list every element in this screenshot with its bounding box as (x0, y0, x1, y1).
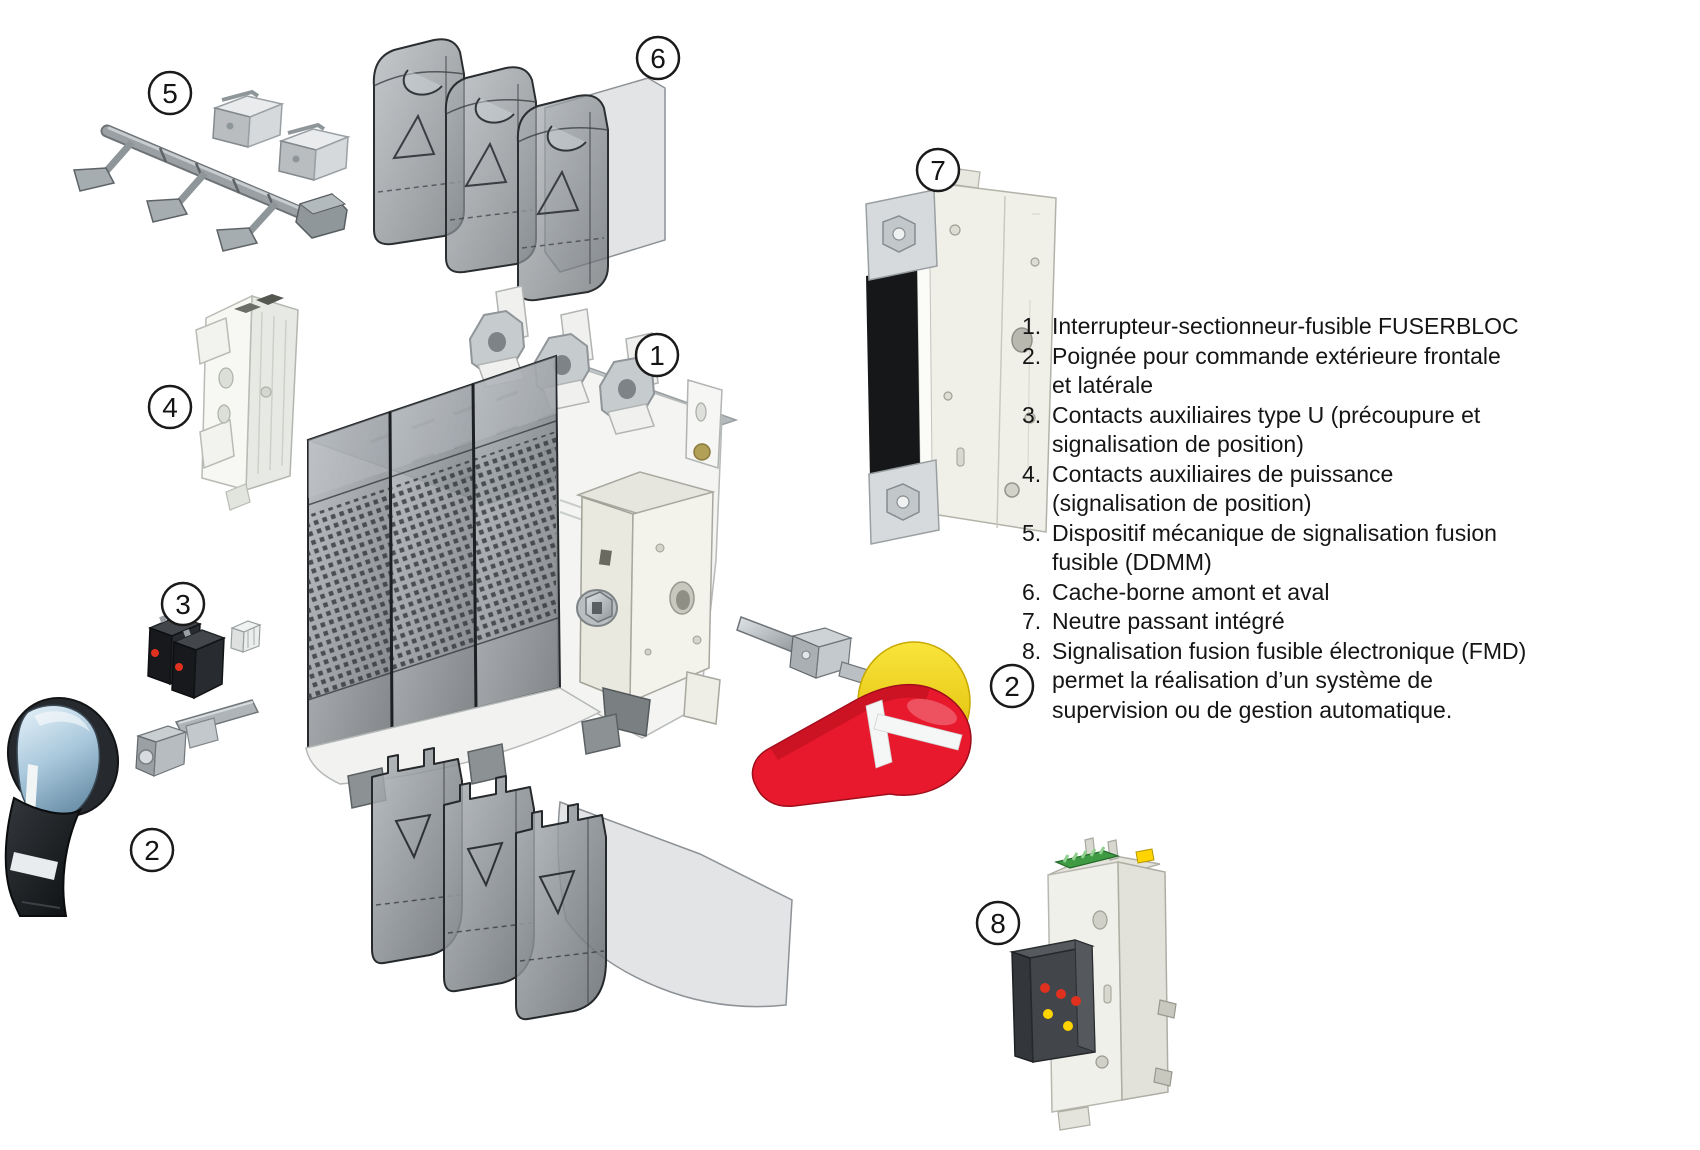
svg-text:4: 4 (162, 392, 178, 423)
handle-shaft (736, 616, 869, 685)
svg-text:5: 5 (162, 78, 178, 109)
balloon-6: 6 (635, 35, 681, 81)
green-terminal-block (1054, 846, 1121, 869)
legend-item: 2. Poignée pour commande extérieure fron… (1022, 342, 1562, 401)
brass-pin (693, 443, 711, 461)
legend-item-text: Contacts auxiliaires type U (précoupure … (1052, 401, 1481, 458)
legend-item-text: Poignée pour commande extérieure frontal… (1052, 342, 1501, 399)
balloon-2-right: 2 (989, 663, 1035, 709)
svg-text:2: 2 (1004, 671, 1020, 702)
side-bracket (685, 379, 723, 470)
microswitch (278, 122, 351, 182)
svg-text:2: 2 (144, 835, 160, 866)
yellow-tab (1135, 848, 1155, 864)
balloon-7: 7 (915, 147, 961, 193)
legend-item-number: 2. (1022, 342, 1042, 369)
handle-lever (751, 683, 972, 807)
legend-item-number: 8. (1022, 637, 1042, 664)
part6-terminal-covers-bottom (371, 747, 793, 1021)
legend-item-number: 3. (1022, 401, 1042, 428)
plate-hole (1011, 327, 1033, 353)
legend-item: 5. Dispositif mécanique de signalisation… (1022, 519, 1562, 578)
mounting-foot (581, 713, 621, 755)
bracket-top (865, 189, 938, 281)
contact-connector (230, 620, 262, 653)
terminal-cover (515, 803, 607, 1021)
contact-block (171, 629, 227, 700)
fuse-cover-strips (307, 354, 562, 750)
hex-drive-socket (576, 589, 618, 627)
balloon-3: 3 (160, 581, 206, 627)
svg-text:7: 7 (930, 155, 946, 186)
svg-text:8: 8 (990, 908, 1006, 939)
handle-marking (873, 713, 963, 751)
contact-button (175, 663, 183, 671)
legend-item-text: Dispositif mécanique de signalisation fu… (1052, 519, 1497, 576)
part4-power-aux-contact (195, 294, 299, 511)
handle-lever-shadow (770, 684, 930, 760)
part5-ddmm-fuse-blown-indicator (73, 89, 351, 252)
legend-item-number: 1. (1022, 313, 1042, 339)
led-red (1056, 989, 1066, 999)
side-mechanism (575, 471, 721, 737)
drive-shaft-lower (135, 699, 260, 777)
ddmm-paddle (73, 139, 135, 192)
ddmm-paddle (146, 170, 208, 223)
legend-item-text: Neutre passant intégré (1052, 608, 1285, 634)
led-red (1071, 996, 1081, 1006)
svg-text:3: 3 (175, 589, 191, 620)
svg-text:6: 6 (650, 43, 666, 74)
balloon-4: 4 (147, 384, 193, 430)
part2-handle-red (736, 616, 972, 807)
grip-band (10, 852, 58, 880)
part3-aux-contacts-u (135, 615, 262, 777)
contact-button (151, 649, 159, 657)
terminal-opening (256, 294, 284, 305)
legend-item: 8. Signalisation fusion fusible électron… (1022, 637, 1562, 726)
legend-item-text: Cache-borne amont et aval (1052, 578, 1330, 605)
legend-item: 7. Neutre passant intégré (1022, 607, 1562, 637)
neutral-bus-strip (866, 266, 920, 480)
ddmm-paddle (216, 200, 279, 252)
legend-item-text: Signalisation fusion fusible électroniqu… (1052, 637, 1527, 723)
terminal-cover (516, 94, 609, 302)
microswitch (212, 89, 285, 149)
legend-item-number: 7. (1022, 608, 1042, 634)
balloon-1: 1 (634, 332, 680, 378)
part7-neutral-link (865, 167, 1057, 545)
balloon-2-left: 2 (129, 827, 175, 873)
balloon-5: 5 (147, 70, 193, 116)
balloon-8: 8 (975, 900, 1021, 946)
led-yellow (1063, 1021, 1073, 1031)
legend-item: 3. Contacts auxiliaires type U (précoupu… (1022, 401, 1562, 460)
handle-marking (865, 699, 893, 769)
led-yellow (1043, 1009, 1053, 1019)
part8-fmd-module (1009, 837, 1177, 1131)
part1-fuserbloc-body (305, 285, 739, 809)
legend: 1. Interrupteur-sectionneur-fusible FUSE… (1022, 312, 1562, 725)
part2-handle-black (4, 696, 120, 917)
legend-item: 6. Cache-borne amont et aval (1022, 578, 1562, 608)
legend-item-number: 5. (1022, 519, 1042, 546)
bracket-bottom (868, 459, 940, 545)
svg-text:1: 1 (649, 340, 665, 371)
ddmm-shaft (100, 124, 348, 239)
led-red (1040, 983, 1050, 993)
legend-item: 4. Contacts auxiliaires de puissance (si… (1022, 460, 1562, 519)
terminal-opening (234, 303, 261, 313)
callout-balloons: 1 2 2 3 4 5 6 7 (129, 35, 1035, 946)
led-display-head (1009, 939, 1096, 1064)
legend-item-number: 4. (1022, 460, 1042, 487)
legend-item: 1. Interrupteur-sectionneur-fusible FUSE… (1022, 312, 1562, 342)
legend-item-number: 6. (1022, 578, 1042, 605)
part6-terminal-covers-top (372, 38, 666, 302)
perforated-vents (308, 431, 556, 700)
handle-grip (4, 796, 83, 917)
legend-item-text: Interrupteur-sectionneur-fusible FUSERBL… (1052, 313, 1519, 339)
legend-item-text: Contacts auxiliaires de puissance (signa… (1052, 460, 1394, 517)
